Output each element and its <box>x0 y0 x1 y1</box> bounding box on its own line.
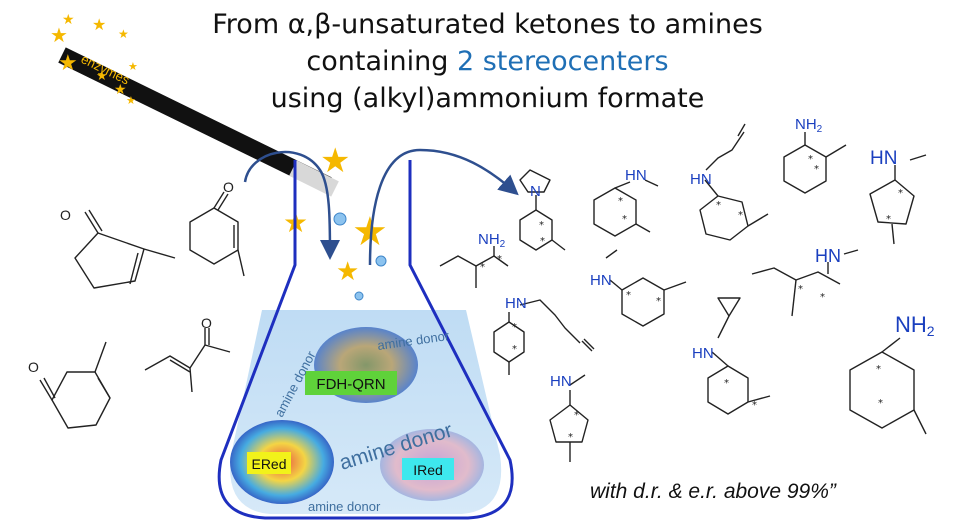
atom-nitrogen: HN <box>692 345 714 362</box>
substrate-methylpentenone <box>144 328 231 393</box>
atom-nitrogen: HN <box>505 295 527 312</box>
atom-nitrogen: HN <box>625 167 647 184</box>
stereocenter-mark: * <box>898 188 903 199</box>
svg-text:★: ★ <box>126 95 136 107</box>
bubbles <box>333 212 387 301</box>
product-dimethylbutylamine <box>439 246 509 288</box>
stereocenter-mark: * <box>480 262 485 273</box>
stereocenter-mark: * <box>752 400 757 411</box>
sparkle-stars: ★ ★ ★ ★ ★ ★ ★ ★ ★ ★ ★ ★ ★ <box>50 11 388 286</box>
svg-text:★: ★ <box>128 61 138 73</box>
product-cyclopropylamine <box>707 297 771 415</box>
substrate-methyl-cyclohexenone-2 <box>39 341 111 429</box>
product-allylamine <box>699 123 769 241</box>
atom-nitrogen: HN <box>870 148 897 169</box>
stereocenter-mark: * <box>656 296 661 307</box>
atom-nitrogen: HN <box>690 171 712 188</box>
product-pyrrolidine-amine <box>519 169 566 251</box>
stereocenter-mark: * <box>820 292 825 303</box>
atom-nitrogen: N <box>530 183 541 200</box>
svg-text:★: ★ <box>96 68 108 83</box>
reaction-flask: FDH-QRN ERed IRed amine donor amine dono… <box>217 160 514 520</box>
product-aminomethylcyclohexane-large <box>849 337 927 435</box>
atom-oxygen: O <box>201 315 212 331</box>
title-stereocenters: 2 stereocenters <box>456 46 669 77</box>
atom-nh2: NH2 <box>895 312 935 339</box>
stereocenter-mark: * <box>626 290 631 301</box>
stereocenter-mark: * <box>876 364 881 375</box>
footer-note: with d.r. & e.r. above 99%” <box>590 480 837 503</box>
stereocenter-mark: * <box>622 214 627 225</box>
title-line-1: From α,β-unsaturated ketones to amines <box>212 9 763 40</box>
product-methylamino-cyclohexane-2 <box>605 249 687 327</box>
label-fdh-qrn: FDH-QRN <box>316 376 385 393</box>
stereocenter-mark: * <box>808 154 813 165</box>
stereocenter-mark: * <box>540 236 545 247</box>
product-methylamino-cyclopentane-2 <box>869 154 927 245</box>
product-methylamino-cyclopentane <box>549 374 589 462</box>
svg-text:★: ★ <box>58 50 78 75</box>
atom-oxygen: O <box>28 359 39 375</box>
stereocenter-mark: * <box>512 322 517 333</box>
title-line-2: containing 2 stereocenters <box>0 45 975 78</box>
svg-text:★: ★ <box>320 142 350 180</box>
amine-donor-label: amine donor <box>308 499 381 514</box>
stereocenter-mark: * <box>574 410 579 421</box>
svg-text:★: ★ <box>114 81 127 97</box>
product-methylamino-pentane <box>751 249 859 317</box>
svg-text:★: ★ <box>118 27 129 41</box>
stereocenter-mark: * <box>798 284 803 295</box>
product-aminomethylcyclohexane <box>783 132 847 194</box>
arrow-into-flask <box>243 150 340 260</box>
atom-oxygen: O <box>60 207 71 223</box>
svg-text:★: ★ <box>92 17 106 34</box>
stereocenter-mark: * <box>512 344 517 355</box>
svg-text:★: ★ <box>50 25 68 47</box>
arrow-out-of-flask <box>368 148 519 266</box>
stereocenter-mark: * <box>539 220 544 231</box>
stereocenter-mark: * <box>497 254 502 265</box>
svg-text:★: ★ <box>336 256 359 286</box>
stereocenter-mark: * <box>878 398 883 409</box>
product-methylamino-cyclohexane <box>593 179 659 237</box>
stereocenter-mark: * <box>618 196 623 207</box>
atom-oxygen: O <box>223 179 234 195</box>
stereocenter-mark: * <box>814 164 819 175</box>
atom-nh2: NH2 <box>795 116 823 135</box>
label-ered: ERed <box>251 456 286 472</box>
title-line-3: using (alkyl)ammonium formate <box>270 83 705 114</box>
substrate-methylcyclopentenone <box>74 209 176 289</box>
atom-nitrogen: HN <box>550 373 572 390</box>
stereocenter-mark: * <box>716 200 721 211</box>
product-butynyl-amine <box>493 299 595 375</box>
stereocenter-mark: * <box>738 210 743 221</box>
atom-nh2: NH2 <box>478 231 506 250</box>
atom-nitrogen: HN <box>590 272 612 289</box>
substrate-methylcyclohexenone <box>189 191 245 277</box>
stereocenter-mark: * <box>568 432 573 443</box>
svg-text:★: ★ <box>62 11 75 27</box>
stereocenter-mark: * <box>724 378 729 389</box>
label-ired: IRed <box>413 462 443 478</box>
title-line-2-prefix: containing <box>306 46 457 77</box>
stereocenter-mark: * <box>886 214 891 225</box>
atom-nitrogen: HN <box>815 246 841 266</box>
